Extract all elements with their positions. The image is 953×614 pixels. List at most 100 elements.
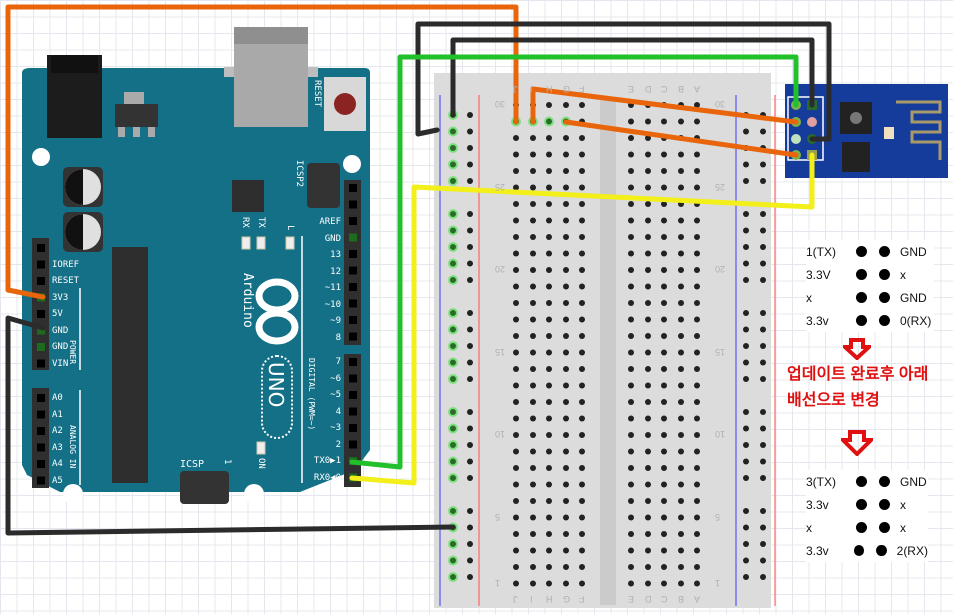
breadboard-hole[interactable] bbox=[546, 465, 552, 471]
breadboard-hole[interactable] bbox=[546, 283, 552, 290]
breadboard-hole[interactable] bbox=[678, 283, 684, 290]
breadboard-hole[interactable] bbox=[579, 267, 585, 273]
breadboard-hole[interactable] bbox=[743, 227, 749, 234]
breadboard-hole[interactable] bbox=[530, 432, 536, 438]
breadboard-hole[interactable] bbox=[513, 267, 519, 273]
breadboard-hole[interactable] bbox=[678, 382, 684, 389]
breadboard-hole[interactable] bbox=[563, 267, 569, 273]
breadboard-hole[interactable] bbox=[579, 151, 585, 158]
breadboard-hole[interactable] bbox=[678, 465, 684, 471]
breadboard-hole[interactable] bbox=[467, 442, 473, 448]
breadboard-hole[interactable] bbox=[628, 415, 634, 422]
breadboard-hole[interactable] bbox=[563, 349, 569, 356]
breadboard-hole[interactable] bbox=[760, 359, 766, 366]
breadboard-hole[interactable] bbox=[448, 126, 458, 137]
breadboard-hole[interactable] bbox=[743, 541, 749, 547]
breadboard-hole[interactable] bbox=[743, 310, 749, 316]
breadboard-hole[interactable] bbox=[661, 564, 667, 570]
breadboard-hole[interactable] bbox=[546, 300, 552, 306]
black-esp-gnd-wire[interactable] bbox=[450, 37, 815, 118]
breadboard-hole[interactable] bbox=[513, 333, 519, 339]
breadboard-hole[interactable] bbox=[448, 456, 458, 467]
breadboard-hole[interactable] bbox=[530, 531, 536, 537]
breadboard-hole[interactable] bbox=[628, 168, 634, 174]
breadboard-hole[interactable] bbox=[628, 151, 634, 158]
breadboard-hole[interactable] bbox=[546, 250, 552, 257]
breadboard-hole[interactable] bbox=[563, 168, 569, 174]
breadboard-hole[interactable] bbox=[513, 415, 519, 422]
breadboard-hole[interactable] bbox=[546, 349, 552, 356]
header-pin[interactable] bbox=[349, 374, 357, 383]
header-pin[interactable] bbox=[37, 244, 45, 252]
breadboard-hole[interactable] bbox=[467, 557, 473, 564]
breadboard-hole[interactable] bbox=[645, 151, 651, 158]
breadboard-hole[interactable] bbox=[628, 564, 634, 570]
breadboard-hole[interactable] bbox=[760, 376, 766, 382]
breadboard-hole[interactable] bbox=[661, 382, 667, 389]
breadboard-hole[interactable] bbox=[645, 382, 651, 389]
breadboard-hole[interactable] bbox=[546, 333, 552, 339]
breadboard-hole[interactable] bbox=[678, 432, 684, 438]
breadboard-hole[interactable] bbox=[513, 349, 519, 356]
header-pin[interactable] bbox=[349, 250, 357, 258]
breadboard-hole[interactable] bbox=[448, 176, 458, 186]
breadboard-hole[interactable] bbox=[760, 244, 766, 250]
breadboard-hole[interactable] bbox=[448, 407, 458, 417]
breadboard-hole[interactable] bbox=[628, 217, 634, 224]
breadboard-hole[interactable] bbox=[513, 135, 519, 141]
breadboard-hole[interactable] bbox=[530, 267, 536, 273]
breadboard-hole[interactable] bbox=[645, 580, 651, 587]
breadboard-hole[interactable] bbox=[546, 564, 552, 570]
breadboard-hole[interactable] bbox=[678, 564, 684, 570]
breadboard-hole[interactable] bbox=[448, 143, 458, 153]
breadboard-hole[interactable] bbox=[448, 572, 458, 582]
breadboard-hole[interactable] bbox=[645, 217, 651, 224]
breadboard-hole[interactable] bbox=[694, 432, 700, 438]
breadboard-hole[interactable] bbox=[579, 300, 585, 306]
breadboard-hole[interactable] bbox=[530, 514, 536, 521]
breadboard-hole[interactable] bbox=[743, 442, 749, 448]
breadboard-hole[interactable] bbox=[513, 366, 519, 372]
breadboard-hole[interactable] bbox=[513, 168, 519, 174]
breadboard-hole[interactable] bbox=[563, 415, 569, 422]
breadboard-hole[interactable] bbox=[645, 399, 651, 405]
header-pin[interactable] bbox=[349, 391, 357, 399]
breadboard-hole[interactable] bbox=[467, 112, 473, 118]
breadboard-hole[interactable] bbox=[513, 547, 519, 554]
breadboard-hole[interactable] bbox=[530, 201, 536, 207]
breadboard-hole[interactable] bbox=[513, 481, 519, 488]
breadboard-hole[interactable] bbox=[579, 201, 585, 207]
breadboard-hole[interactable] bbox=[678, 300, 684, 306]
breadboard-hole[interactable] bbox=[563, 448, 569, 455]
breadboard-hole[interactable] bbox=[513, 514, 519, 521]
header-pin[interactable] bbox=[349, 299, 357, 308]
breadboard-hole[interactable] bbox=[546, 151, 552, 158]
breadboard-hole[interactable] bbox=[743, 244, 749, 250]
breadboard-hole[interactable] bbox=[694, 399, 700, 405]
breadboard-hole[interactable] bbox=[743, 574, 749, 580]
breadboard-hole[interactable] bbox=[760, 277, 766, 283]
orange-esp-vcc-wire[interactable] bbox=[530, 86, 799, 125]
breadboard-hole[interactable] bbox=[678, 234, 684, 240]
breadboard-hole[interactable] bbox=[678, 580, 684, 587]
breadboard-hole[interactable] bbox=[563, 201, 569, 207]
breadboard-hole[interactable] bbox=[645, 448, 651, 455]
breadboard-hole[interactable] bbox=[743, 260, 749, 267]
breadboard-hole[interactable] bbox=[628, 432, 634, 438]
breadboard-hole[interactable] bbox=[546, 316, 552, 323]
breadboard-hole[interactable] bbox=[579, 514, 585, 521]
breadboard-hole[interactable] bbox=[513, 564, 519, 570]
breadboard-hole[interactable] bbox=[579, 234, 585, 240]
breadboard-hole[interactable] bbox=[563, 102, 569, 108]
breadboard-hole[interactable] bbox=[467, 524, 473, 531]
breadboard-hole[interactable] bbox=[628, 531, 634, 537]
breadboard-hole[interactable] bbox=[628, 135, 634, 141]
breadboard-hole[interactable] bbox=[645, 267, 651, 273]
header-pin[interactable] bbox=[37, 443, 45, 452]
breadboard-hole[interactable] bbox=[544, 116, 554, 127]
breadboard-hole[interactable] bbox=[530, 349, 536, 356]
breadboard-hole[interactable] bbox=[467, 458, 473, 465]
breadboard-hole[interactable] bbox=[628, 184, 634, 191]
breadboard-hole[interactable] bbox=[579, 382, 585, 389]
breadboard-hole[interactable] bbox=[513, 432, 519, 438]
